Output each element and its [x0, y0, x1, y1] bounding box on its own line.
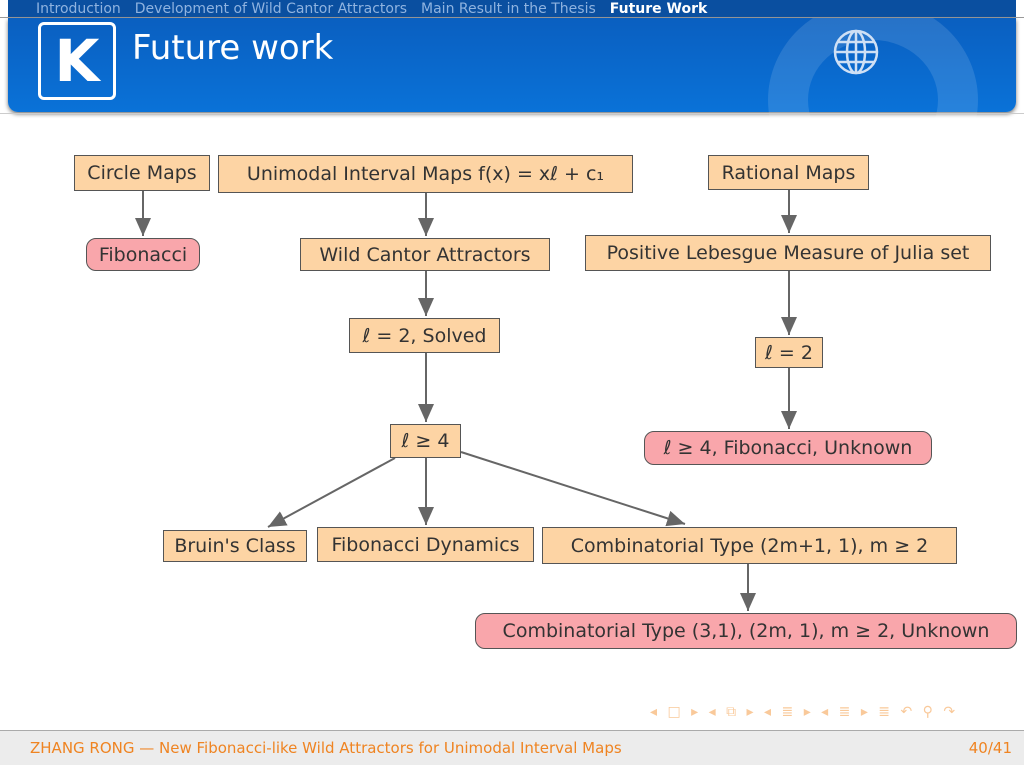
nav-main-result[interactable]: Main Result in the Thesis — [421, 1, 596, 17]
divider — [0, 17, 1024, 18]
page-number: 40/41 — [968, 739, 1012, 757]
node-fibonacci: Fibonacci — [86, 238, 200, 271]
globe-icon — [833, 29, 879, 75]
divider — [0, 113, 1024, 114]
section-navbar: Introduction Development of Wild Cantor … — [8, 0, 1016, 18]
node-combinatorial-unknown: Combinatorial Type (3,1), (2m, 1), m ≥ 2… — [475, 613, 1017, 649]
nav-future-work[interactable]: Future Work — [609, 1, 708, 17]
node-l4: ℓ ≥ 4 — [390, 424, 461, 458]
node-l2: ℓ = 2 — [755, 337, 823, 368]
node-bruin-class: Bruin's Class — [163, 530, 307, 562]
kde-logo-icon: K — [38, 22, 116, 100]
node-circle-maps: Circle Maps — [74, 155, 210, 191]
node-lebesgue: Positive Lebesgue Measure of Julia set — [585, 235, 991, 271]
node-wild-cantor: Wild Cantor Attractors — [300, 238, 550, 271]
nav-introduction[interactable]: Introduction — [36, 1, 121, 17]
node-unimodal-maps: Unimodal Interval Maps f(x) = xℓ + c₁ — [218, 155, 633, 193]
footer-title: ZHANG RONG — New Fibonacci-like Wild Att… — [30, 739, 622, 757]
arrow — [460, 451, 686, 527]
footer: ZHANG RONG — New Fibonacci-like Wild Att… — [0, 730, 1024, 765]
beamer-navigation-icons[interactable]: ◂ □ ▸ ◂ ⧉ ▸ ◂ ≣ ▸ ◂ ≣ ▸ ≣ ↶ ⚲ ↷ — [650, 704, 959, 720]
node-l4-unknown: ℓ ≥ 4, Fibonacci, Unknown — [644, 431, 932, 465]
page-title: Future work — [132, 28, 334, 68]
node-rational-maps: Rational Maps — [708, 155, 869, 190]
node-l2-solved: ℓ = 2, Solved — [349, 318, 500, 353]
title-bar: K Future work — [8, 18, 1016, 200]
nav-development[interactable]: Development of Wild Cantor Attractors — [134, 1, 408, 17]
node-combinatorial-type: Combinatorial Type (2m+1, 1), m ≥ 2 — [542, 527, 957, 564]
arrow — [267, 457, 396, 528]
node-fibonacci-dynamics: Fibonacci Dynamics — [317, 527, 534, 562]
